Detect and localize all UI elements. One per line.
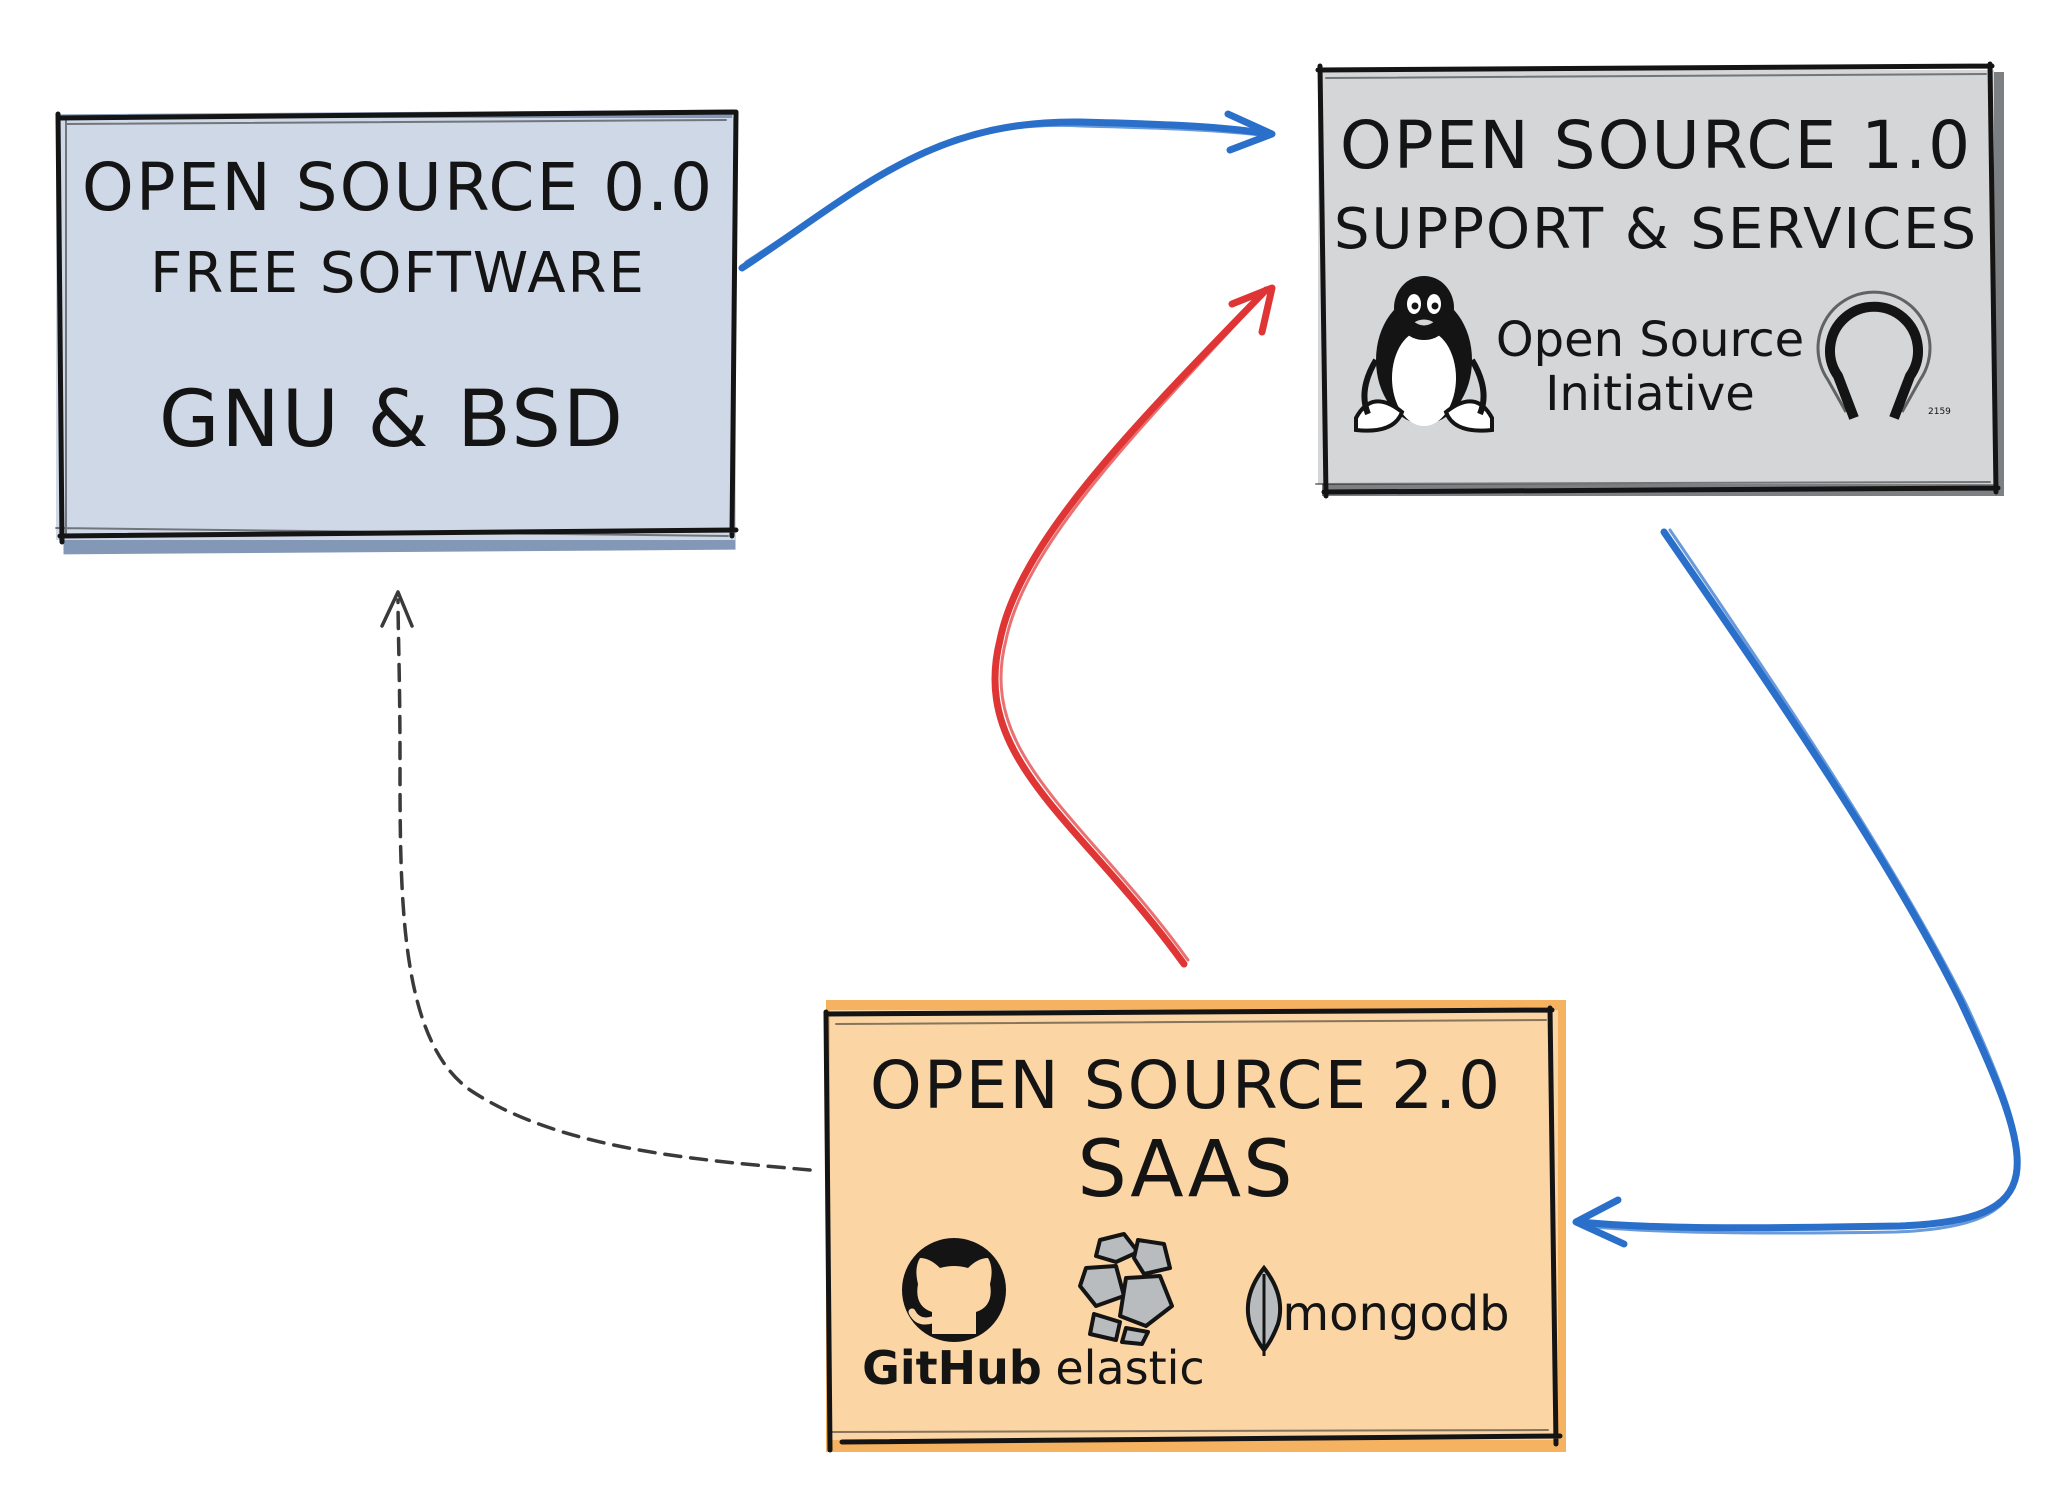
edge-os1-os2-arrowhead — [1572, 1196, 1628, 1248]
edge-os2-to-os1[interactable] — [991, 284, 1276, 968]
node-os0-border-sketch — [55, 119, 729, 537]
edge-os2-os1-line-sketch — [999, 294, 1264, 962]
edge-os2-os0-line — [396, 598, 812, 1172]
edge-os0-os1-line-sketch — [744, 123, 1270, 264]
mongodb-label: mongodb — [1282, 1286, 1509, 1342]
edge-os0-os1-line — [738, 118, 1274, 272]
edge-os2-os1-line — [991, 286, 1270, 968]
node-os0-box — [56, 118, 736, 540]
node-os2-title: OPEN SOURCE 2.0 — [870, 1047, 1502, 1124]
osi-name-line1: Open Source — [1496, 312, 1804, 368]
node-os1-border-sketch — [1315, 73, 1991, 485]
node-os0-title: OPEN SOURCE 0.0 — [82, 149, 714, 226]
osi-mark: 2159 — [1928, 407, 1951, 417]
node-os1-border — [1315, 61, 2001, 499]
node-open-source-0[interactable]: OPEN SOURCE 0.0 FREE SOFTWARE GNU & BSD — [55, 109, 739, 555]
osi-name-line2: Initiative — [1545, 366, 1755, 422]
github-label: GitHub — [862, 1341, 1042, 1395]
mongodb-leaf-icon — [1245, 1264, 1283, 1356]
edge-os1-os2-line — [1576, 528, 2021, 1232]
tux-penguin-icon — [1354, 276, 1494, 433]
node-os0-detail: GNU & BSD — [159, 375, 625, 465]
elastic-cluster-icon — [1078, 1232, 1174, 1346]
osi-keyhole-icon: 2159 — [1816, 290, 1951, 420]
elastic-label: elastic — [1055, 1341, 1204, 1395]
edge-os2-os0-arrowhead — [380, 590, 414, 628]
node-os2-border — [823, 1005, 1563, 1453]
edge-os0-os1-arrowhead — [1224, 110, 1276, 154]
edge-os2-to-os0[interactable] — [380, 590, 812, 1172]
edge-os1-to-os2[interactable] — [1572, 528, 2021, 1248]
node-open-source-2[interactable]: OPEN SOURCE 2.0 SAAS GitHub elastic mong… — [823, 1000, 1566, 1453]
node-os2-border-sketch — [831, 1019, 1549, 1433]
node-os2-box — [830, 1010, 1558, 1440]
node-os0-subtitle: FREE SOFTWARE — [150, 241, 646, 306]
node-os1-title: OPEN SOURCE 1.0 — [1340, 107, 1972, 184]
node-os1-subtitle: SUPPORT & SERVICES — [1334, 197, 1978, 262]
edge-os2-os1-arrowhead — [1228, 284, 1276, 336]
github-octocat-icon — [902, 1238, 1006, 1342]
edge-os0-to-os1[interactable] — [738, 110, 1276, 272]
edge-os1-os2-line-sketch — [1582, 528, 2020, 1235]
node-open-source-1[interactable]: OPEN SOURCE 1.0 SUPPORT & SERVICES Open … — [1315, 61, 2004, 499]
edges — [380, 110, 2021, 1248]
node-os2-subtitle: SAAS — [1077, 1125, 1294, 1215]
